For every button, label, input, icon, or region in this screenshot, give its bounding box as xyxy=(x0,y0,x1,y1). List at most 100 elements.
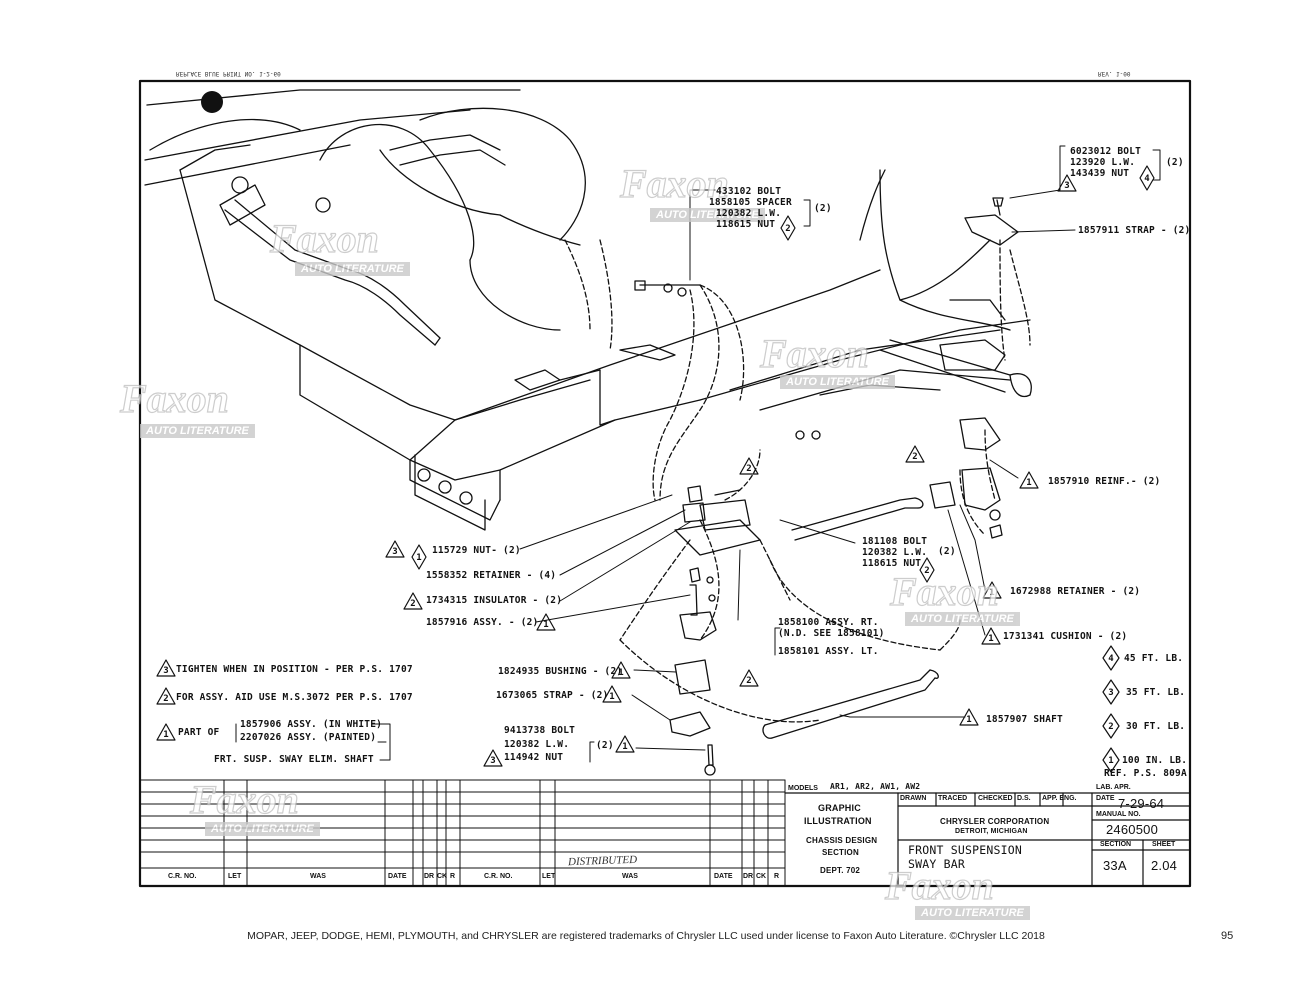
rev-col-date-2: DATE xyxy=(714,873,733,880)
drawing-title-1: FRONT SUSPENSION xyxy=(908,843,1022,857)
drawing-title-2: SWAY BAR xyxy=(908,857,965,871)
callout-assy-lt-1858101: 1858101 ASSY. LT. xyxy=(778,646,879,657)
rev-col-r: R xyxy=(450,873,456,880)
callout-assy-rt-1858100: 1858100 ASSY. RT. xyxy=(778,617,879,628)
faxon-watermark-sub: AUTO LITERATURE xyxy=(780,375,895,389)
svg-text:1: 1 xyxy=(1108,756,1113,766)
torque-4: 45 FT. LB. xyxy=(1124,653,1184,664)
svg-text:1: 1 xyxy=(989,588,994,598)
checked-label: CHECKED xyxy=(978,795,1013,802)
torque-2: 30 FT. LB. xyxy=(1126,721,1186,732)
faxon-watermark-sub: AUTO LITERATURE xyxy=(650,208,765,222)
callout-nut-114942: 114942 NUT xyxy=(504,752,564,763)
faxon-watermark: Faxon xyxy=(889,568,999,614)
callout-nut-115729: 115729 NUT- (2) xyxy=(432,545,521,556)
distributed-stamp: DISTRIBUTED xyxy=(567,853,638,869)
callout-bolt-9413738: 9413738 BOLT xyxy=(504,725,576,736)
callout-bolt-433102: 433102 BOLT xyxy=(716,186,782,197)
callout-lw-120382: 120382 L.W. xyxy=(716,208,782,219)
faxon-watermark-sub: AUTO LITERATURE xyxy=(915,906,1030,920)
svg-text:4: 4 xyxy=(1108,654,1114,664)
callout-bolt-6023012: 6023012 BOLT xyxy=(1070,146,1142,157)
rev-col-cr: C.R. NO. xyxy=(168,873,197,880)
faxon-watermark-sub: AUTO LITERATURE xyxy=(205,822,320,836)
svg-text:1: 1 xyxy=(1026,478,1031,488)
note-assy-painted: 2207026 ASSY. (PAINTED) xyxy=(240,732,377,743)
section-no-label: SECTION xyxy=(1100,841,1132,848)
page-number: 95 xyxy=(1221,930,1234,942)
svg-text:2: 2 xyxy=(163,694,168,704)
svg-text:1: 1 xyxy=(609,692,614,702)
svg-text:1: 1 xyxy=(618,668,623,678)
faxon-watermark-sub: AUTO LITERATURE xyxy=(295,262,410,276)
graphic-label: GRAPHIC xyxy=(818,803,861,813)
svg-text:1: 1 xyxy=(988,634,993,644)
callout-spacer-1858105: 1858105 SPACER xyxy=(709,197,792,208)
callout-retainer-1672988: 1672988 RETAINER - (2) xyxy=(1010,586,1141,597)
svg-text:1: 1 xyxy=(163,730,168,740)
callout-bolt-181108: 181108 BOLT xyxy=(862,536,928,547)
faxon-watermark-sub: AUTO LITERATURE xyxy=(905,612,1020,626)
date-value: 7-29-64 xyxy=(1118,796,1165,811)
lab-apr-label: LAB. APR. xyxy=(1096,784,1131,791)
rev-col-date: DATE xyxy=(388,873,407,880)
rev-col-was: WAS xyxy=(310,873,326,880)
svg-text:3: 3 xyxy=(1064,181,1069,191)
svg-text:2: 2 xyxy=(410,599,415,609)
torque-1: 100 IN. LB. xyxy=(1122,755,1188,766)
svg-text:2: 2 xyxy=(746,676,751,686)
callout-qty: (2) xyxy=(814,203,832,214)
traced-label: TRACED xyxy=(938,795,968,802)
trademark-footer: MOPAR, JEEP, DODGE, HEMI, PLYMOUTH, and … xyxy=(247,930,1045,942)
callout-lw-120382: 120382 L.W. xyxy=(862,547,928,558)
faxon-watermark: Faxon xyxy=(189,776,299,822)
rev-col-dr: DR xyxy=(424,873,435,880)
note-assy-in-white: 1857906 ASSY. (IN WHITE) xyxy=(240,719,383,730)
faxon-watermark: Faxon xyxy=(619,160,729,206)
svg-text:3: 3 xyxy=(490,756,495,766)
section-value: 33A xyxy=(1103,858,1127,873)
rev-col-r-2: R xyxy=(774,873,780,880)
callout-strap-1857911: 1857911 STRAP - (2) xyxy=(1078,225,1191,236)
faxon-watermark-sub: AUTO LITERATURE xyxy=(140,424,255,438)
ds-label: D.S. xyxy=(1017,795,1031,802)
callout-strap-1673065: 1673065 STRAP - (2) xyxy=(496,690,609,701)
sheet-label: SHEET xyxy=(1152,841,1176,848)
callout-lw-123920: 123920 L.W. xyxy=(1070,157,1136,168)
svg-text:3: 3 xyxy=(1108,688,1113,698)
app-eng-label: APP. ENG. xyxy=(1042,795,1077,802)
callout-nut-118615: 118615 NUT xyxy=(862,558,922,569)
callout-nut-143439: 143439 NUT xyxy=(1070,168,1130,179)
faxon-watermark: Faxon xyxy=(119,375,229,421)
faxon-watermark: Faxon xyxy=(884,862,994,908)
drawn-label: DRAWN xyxy=(900,795,927,802)
sheet-value: 2.04 xyxy=(1151,858,1178,873)
note-part-of: PART OF xyxy=(178,727,220,738)
rev-col-let: LET xyxy=(228,873,242,880)
callout-retainer-1558352: 1558352 RETAINER - (4) xyxy=(426,570,557,581)
models-label: MODELS xyxy=(788,785,818,792)
rev-col-let-2: LET xyxy=(542,873,556,880)
manual-no-label: MANUAL NO. xyxy=(1096,811,1141,818)
manual-no-value: 2460500 xyxy=(1106,822,1159,837)
rev-col-ck: CK xyxy=(437,873,448,880)
rev-col-dr-2: DR xyxy=(743,873,754,880)
rev-col-was-2: WAS xyxy=(622,873,638,880)
torque-ref: REF. P.S. 809A xyxy=(1104,768,1187,779)
svg-text:1: 1 xyxy=(416,553,421,563)
rev-col-ck-2: CK xyxy=(756,873,767,880)
models-value: AR1, AR2, AW1, AW2 xyxy=(830,782,921,791)
callout-nd-see: (N.D. SEE 1858101) xyxy=(778,628,885,639)
callout-cushion-1731341: 1731341 CUSHION - (2) xyxy=(1003,631,1128,642)
note-sway-shaft: FRT. SUSP. SWAY ELIM. SHAFT xyxy=(214,754,374,765)
chassis-design-label: CHASSIS DESIGN xyxy=(806,836,878,845)
faxon-watermark: Faxon xyxy=(759,330,869,376)
svg-text:2: 2 xyxy=(746,464,751,474)
company-city: DETROIT, MICHIGAN xyxy=(955,828,1028,835)
note-tighten: TIGHTEN WHEN IN POSITION - PER P.S. 1707 xyxy=(176,664,413,675)
callout-qty: (2) xyxy=(596,740,614,751)
torque-3: 35 FT. LB. xyxy=(1126,687,1186,698)
svg-text:3: 3 xyxy=(392,547,397,557)
svg-text:1: 1 xyxy=(966,715,971,725)
